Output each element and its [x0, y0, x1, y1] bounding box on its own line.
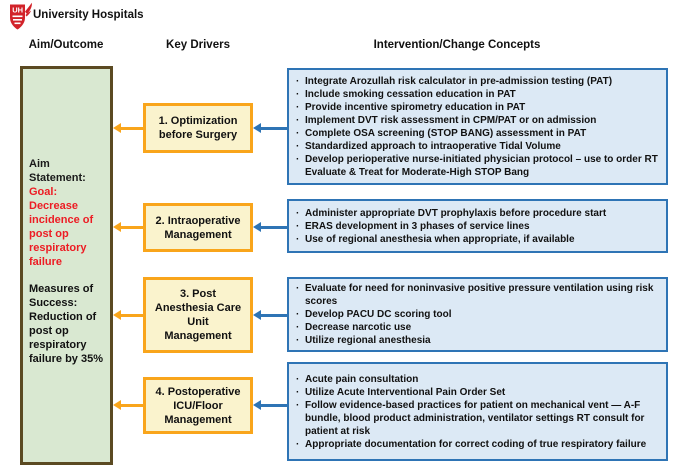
- bullet-item: Evaluate for need for noninvasive positi…: [295, 282, 660, 308]
- measures-of-success-text: Measures of Success: Reduction of post o…: [29, 283, 103, 365]
- bullet-item: ERAS development in 3 phases of service …: [295, 220, 606, 233]
- arrow-driver1-to-aim-icon: [113, 122, 143, 134]
- bullet-item: Administer appropriate DVT prophylaxis b…: [295, 207, 606, 220]
- arrow-intervention2-to-driver-icon: [253, 221, 287, 233]
- arrow-intervention1-to-driver-icon: [253, 122, 287, 134]
- driver-label-line: Management: [164, 228, 232, 241]
- bullet-item: Complete OSA screening (STOP BANG) asses…: [295, 127, 660, 140]
- arrow-driver2-to-aim-icon: [113, 221, 143, 233]
- column-header-key-drivers: Key Drivers: [166, 39, 230, 51]
- driver-label-line: Management: [164, 413, 232, 426]
- column-header-interventions: Intervention/Change Concepts: [373, 39, 541, 51]
- intervention-box-optimization: Integrate Arozullah risk calculator in p…: [287, 68, 668, 185]
- intervention-box-intraoperative: Administer appropriate DVT prophylaxis b…: [287, 199, 668, 253]
- bullet-item: Develop PACU DC scoring tool: [295, 308, 660, 321]
- driver-label-line: 4. Postoperative: [155, 385, 241, 398]
- goal-label: Goal:: [29, 186, 58, 198]
- arrow-intervention3-to-driver-icon: [253, 309, 287, 321]
- driver-label-line: Management: [164, 330, 232, 342]
- arrow-intervention4-to-driver-icon: [253, 399, 287, 411]
- bullet-item: Integrate Arozullah risk calculator in p…: [295, 75, 660, 88]
- column-header-aim-outcome: Aim/Outcome: [28, 39, 104, 51]
- bullet-item: Decrease narcotic use: [295, 321, 660, 334]
- bullet-item: Utilize Acute Interventional Pain Order …: [295, 386, 660, 399]
- bullet-item: Use of regional anesthesia when appropri…: [295, 233, 606, 246]
- driver-label-line: before Surgery: [158, 129, 238, 141]
- driver-label-line: Unit: [187, 316, 209, 328]
- driver-box-optimization-before-surgery: 1. Optimization before Surgery: [143, 103, 253, 153]
- svg-text:UH: UH: [12, 6, 23, 15]
- driver-label-line: 3. Post: [179, 288, 217, 300]
- arrow-driver3-to-aim-icon: [113, 309, 143, 321]
- aim-statement-label: Aim Statement:: [29, 158, 86, 184]
- driver-label-line: ICU/Floor: [173, 399, 223, 412]
- bullet-item: Utilize regional anesthesia: [295, 334, 660, 347]
- brand-name: University Hospitals: [33, 9, 144, 21]
- driver-box-post-anesthesia-care-unit: 3. Post Anesthesia Care Unit Management: [143, 277, 253, 353]
- intervention-box-postoperative: Acute pain consultation Utilize Acute In…: [287, 362, 668, 461]
- intervention-box-pacu: Evaluate for need for noninvasive positi…: [287, 277, 668, 352]
- bullet-item: Follow evidence-based practices for pati…: [295, 399, 660, 438]
- bullet-item: Include smoking cessation education in P…: [295, 88, 660, 101]
- driver-label-line: Anesthesia Care: [154, 302, 242, 314]
- uh-shield-logo-icon: UH: [10, 2, 32, 30]
- driver-label-line: 2. Intraoperative: [155, 214, 241, 227]
- bullet-item: Appropriate documentation for correct co…: [295, 438, 660, 451]
- bullet-item: Implement DVT risk assessment in CPM/PAT…: [295, 114, 660, 127]
- aim-outcome-box: Aim Statement: Goal: Decrease incidence …: [20, 66, 113, 465]
- bullet-item: Provide incentive spirometry education i…: [295, 101, 660, 114]
- goal-text: Decrease incidence of post op respirator…: [29, 200, 94, 268]
- driver-box-postoperative-icu-floor: 4. Postoperative ICU/Floor Management: [143, 377, 253, 434]
- bullet-item: Standardized approach to intraoperative …: [295, 140, 660, 153]
- arrow-driver4-to-aim-icon: [113, 399, 143, 411]
- driver-box-intraoperative-management: 2. Intraoperative Management: [143, 203, 253, 252]
- bullet-item: Acute pain consultation: [295, 373, 660, 386]
- bullet-item: Develop perioperative nurse-initiated ph…: [295, 153, 660, 179]
- driver-label-line: 1. Optimization: [158, 115, 238, 127]
